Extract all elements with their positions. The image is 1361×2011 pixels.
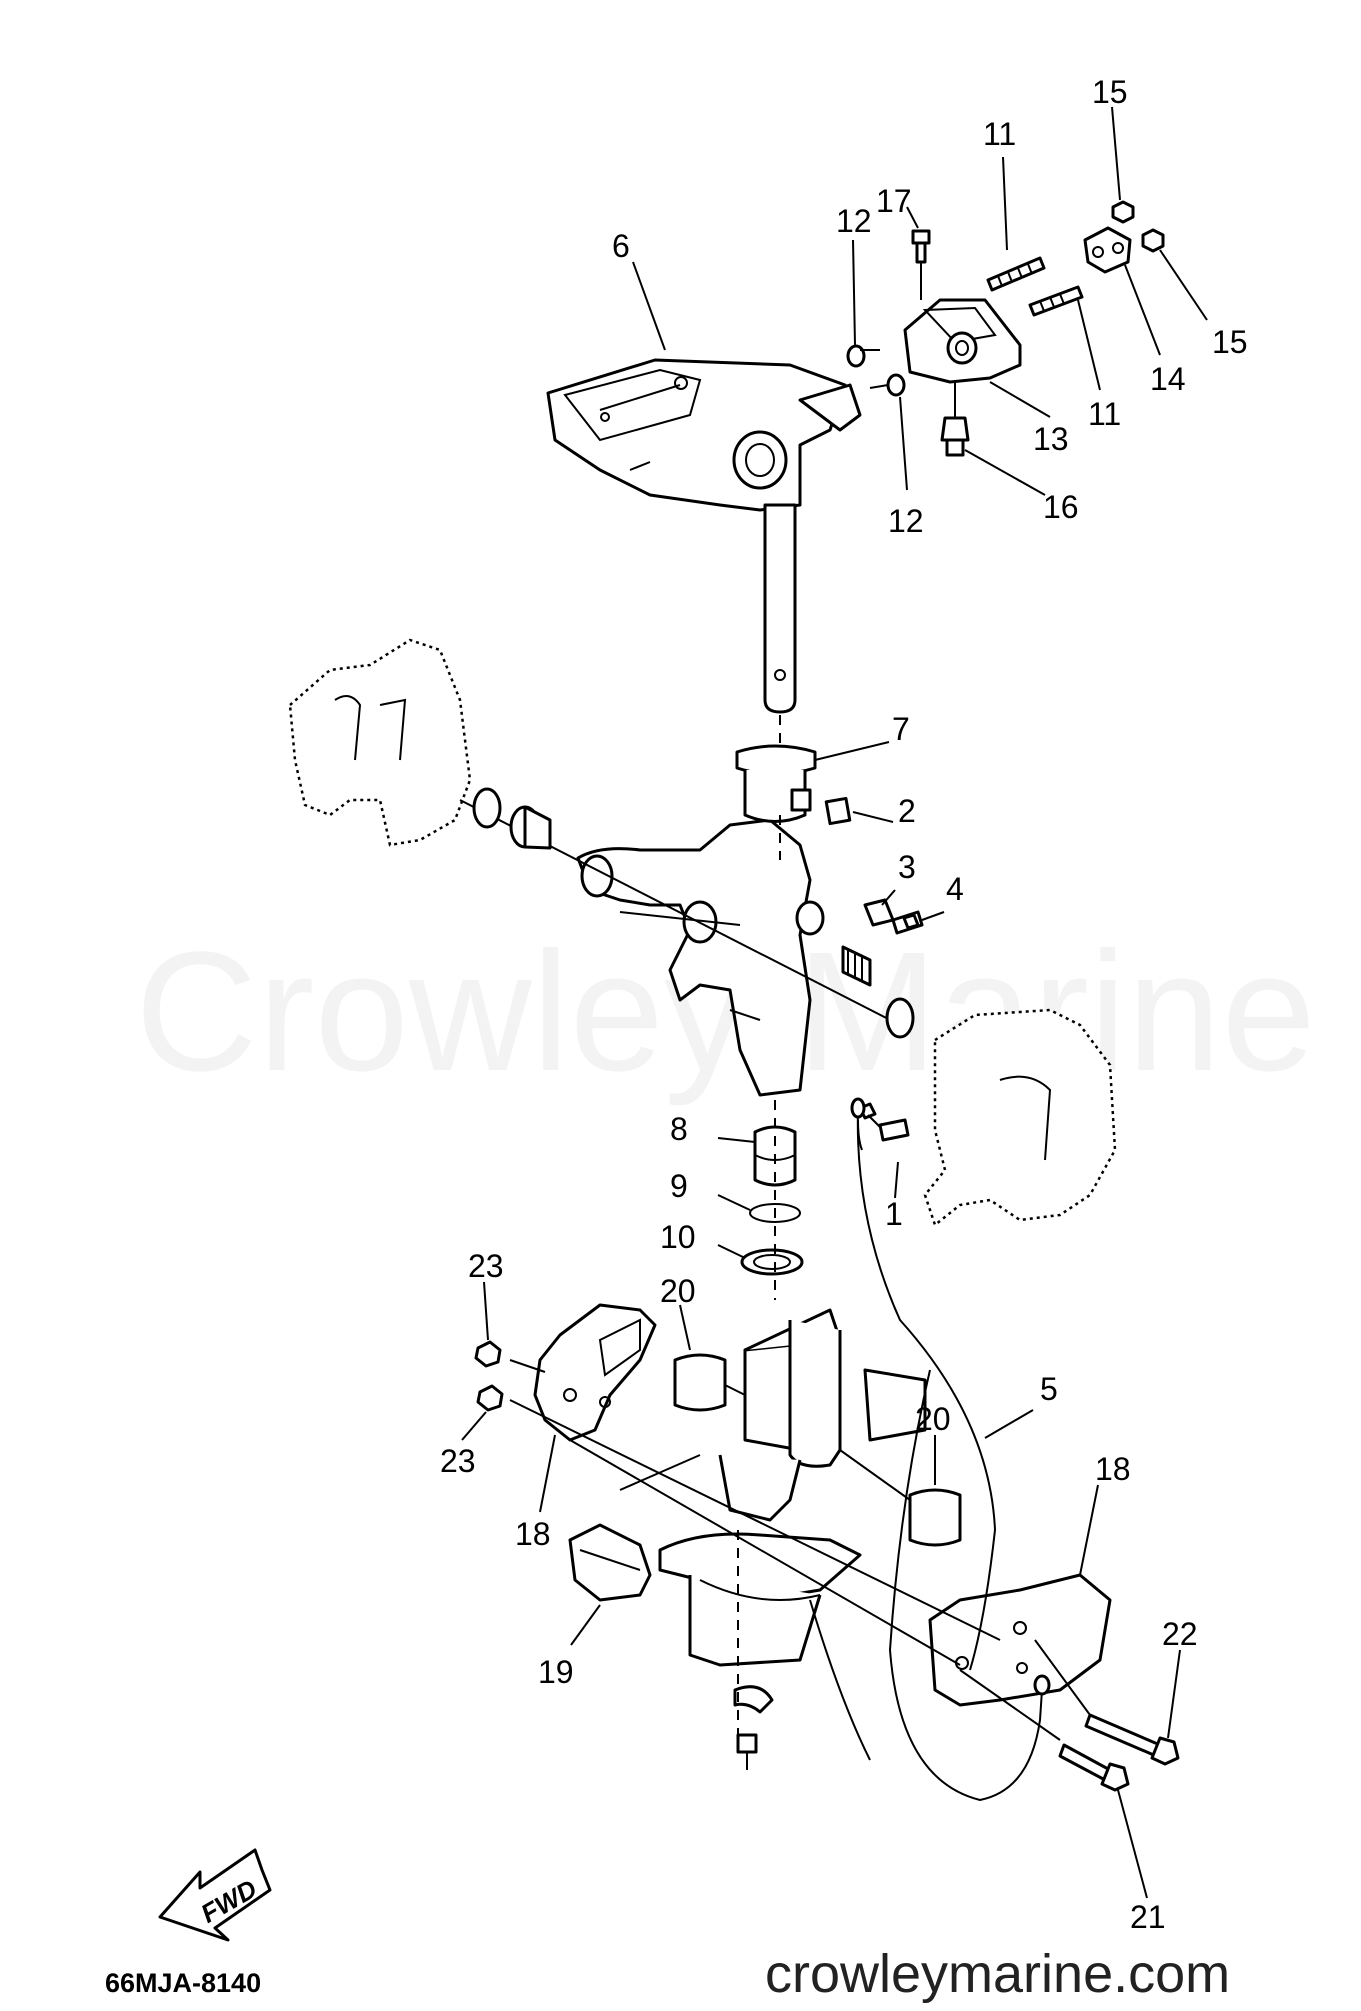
callout-20-left: 20 — [660, 1273, 696, 1309]
mount-housing — [718, 1308, 927, 1522]
part-22-bolt — [1084, 1713, 1180, 1766]
callout-15-lower: 15 — [1212, 324, 1248, 360]
part-16-bolt — [940, 380, 970, 457]
diagram-code: 66MJA-8140 — [105, 1968, 261, 1998]
part-23-bolt-upper — [474, 1340, 502, 1368]
part-19-pad — [568, 1523, 652, 1602]
fwd-arrow: FWD — [158, 1848, 272, 1942]
part-11-stud-lower — [1028, 285, 1084, 317]
part-12-washer-lower — [886, 373, 906, 397]
callout-12-lower: 12 — [888, 503, 924, 539]
part-2-clip — [824, 796, 852, 826]
part-5-ground-wire — [809, 1097, 1051, 1802]
bushing-right-spring — [841, 945, 915, 1039]
part-15-nut-lower — [1141, 228, 1165, 253]
callout-9: 9 — [670, 1168, 688, 1204]
clamp-bracket-left — [288, 638, 472, 847]
part-17-screw — [911, 229, 931, 300]
ground-lead-screw — [733, 1685, 774, 1770]
callout-22: 22 — [1162, 1616, 1198, 1652]
callout-15-upper: 15 — [1092, 74, 1128, 110]
part-14-plate — [1083, 226, 1132, 274]
bushing-left — [472, 787, 552, 850]
callout-4: 4 — [946, 871, 964, 907]
callout-3: 3 — [898, 849, 916, 885]
assembly-centerlines — [509, 349, 1091, 1741]
part-18-damper-left — [533, 1303, 657, 1442]
part-7-bushing — [735, 744, 817, 823]
callout-21: 21 — [1130, 1899, 1166, 1935]
bottom-cowling — [658, 1532, 862, 1667]
part-15-nut-upper — [1111, 200, 1135, 224]
part-20-pad-right — [908, 1488, 962, 1547]
leader-lines — [461, 106, 1208, 1899]
callout-2: 2 — [898, 793, 916, 829]
part-9-oring — [749, 1203, 801, 1223]
callout-13: 13 — [1033, 421, 1069, 457]
callout-20-right: 20 — [915, 1401, 951, 1437]
part-13-friction-block — [903, 298, 1022, 384]
part-1-screw — [858, 1102, 910, 1142]
callout-labels: 1 2 3 4 5 6 7 8 9 10 11 11 12 12 13 14 1… — [440, 74, 1248, 1935]
part-21-bolt — [1058, 1743, 1130, 1792]
part-20-pad-left — [673, 1353, 727, 1412]
part-6-steering-bracket — [546, 358, 862, 512]
site-name: crowleymarine.com — [765, 1944, 1230, 2004]
callout-16: 16 — [1043, 489, 1079, 525]
steering-shaft — [763, 503, 797, 714]
callout-8: 8 — [670, 1111, 688, 1147]
clamp-bracket-right — [923, 1008, 1117, 1228]
callout-23-upper: 23 — [468, 1248, 504, 1284]
callout-11-upper: 11 — [983, 116, 1016, 152]
callout-17: 17 — [876, 183, 912, 219]
part-10-seal — [740, 1248, 804, 1276]
callout-11-lower: 11 — [1088, 396, 1121, 432]
callout-1: 1 — [885, 1196, 903, 1232]
callout-5: 5 — [1040, 1371, 1058, 1407]
part-11-stud-upper — [986, 256, 1046, 292]
callout-18-left: 18 — [515, 1516, 551, 1552]
callout-18-right: 18 — [1095, 1451, 1131, 1487]
callout-6: 6 — [612, 228, 630, 264]
callout-19: 19 — [538, 1654, 574, 1690]
part-4-bolt — [891, 910, 924, 935]
callout-12-upper: 12 — [836, 203, 872, 239]
callout-10: 10 — [660, 1219, 696, 1255]
callout-14: 14 — [1150, 361, 1186, 397]
callout-7: 7 — [892, 711, 910, 747]
callout-23-lower: 23 — [440, 1443, 476, 1479]
part-23-bolt-lower — [476, 1384, 504, 1412]
part-18-damper-right — [928, 1573, 1112, 1707]
